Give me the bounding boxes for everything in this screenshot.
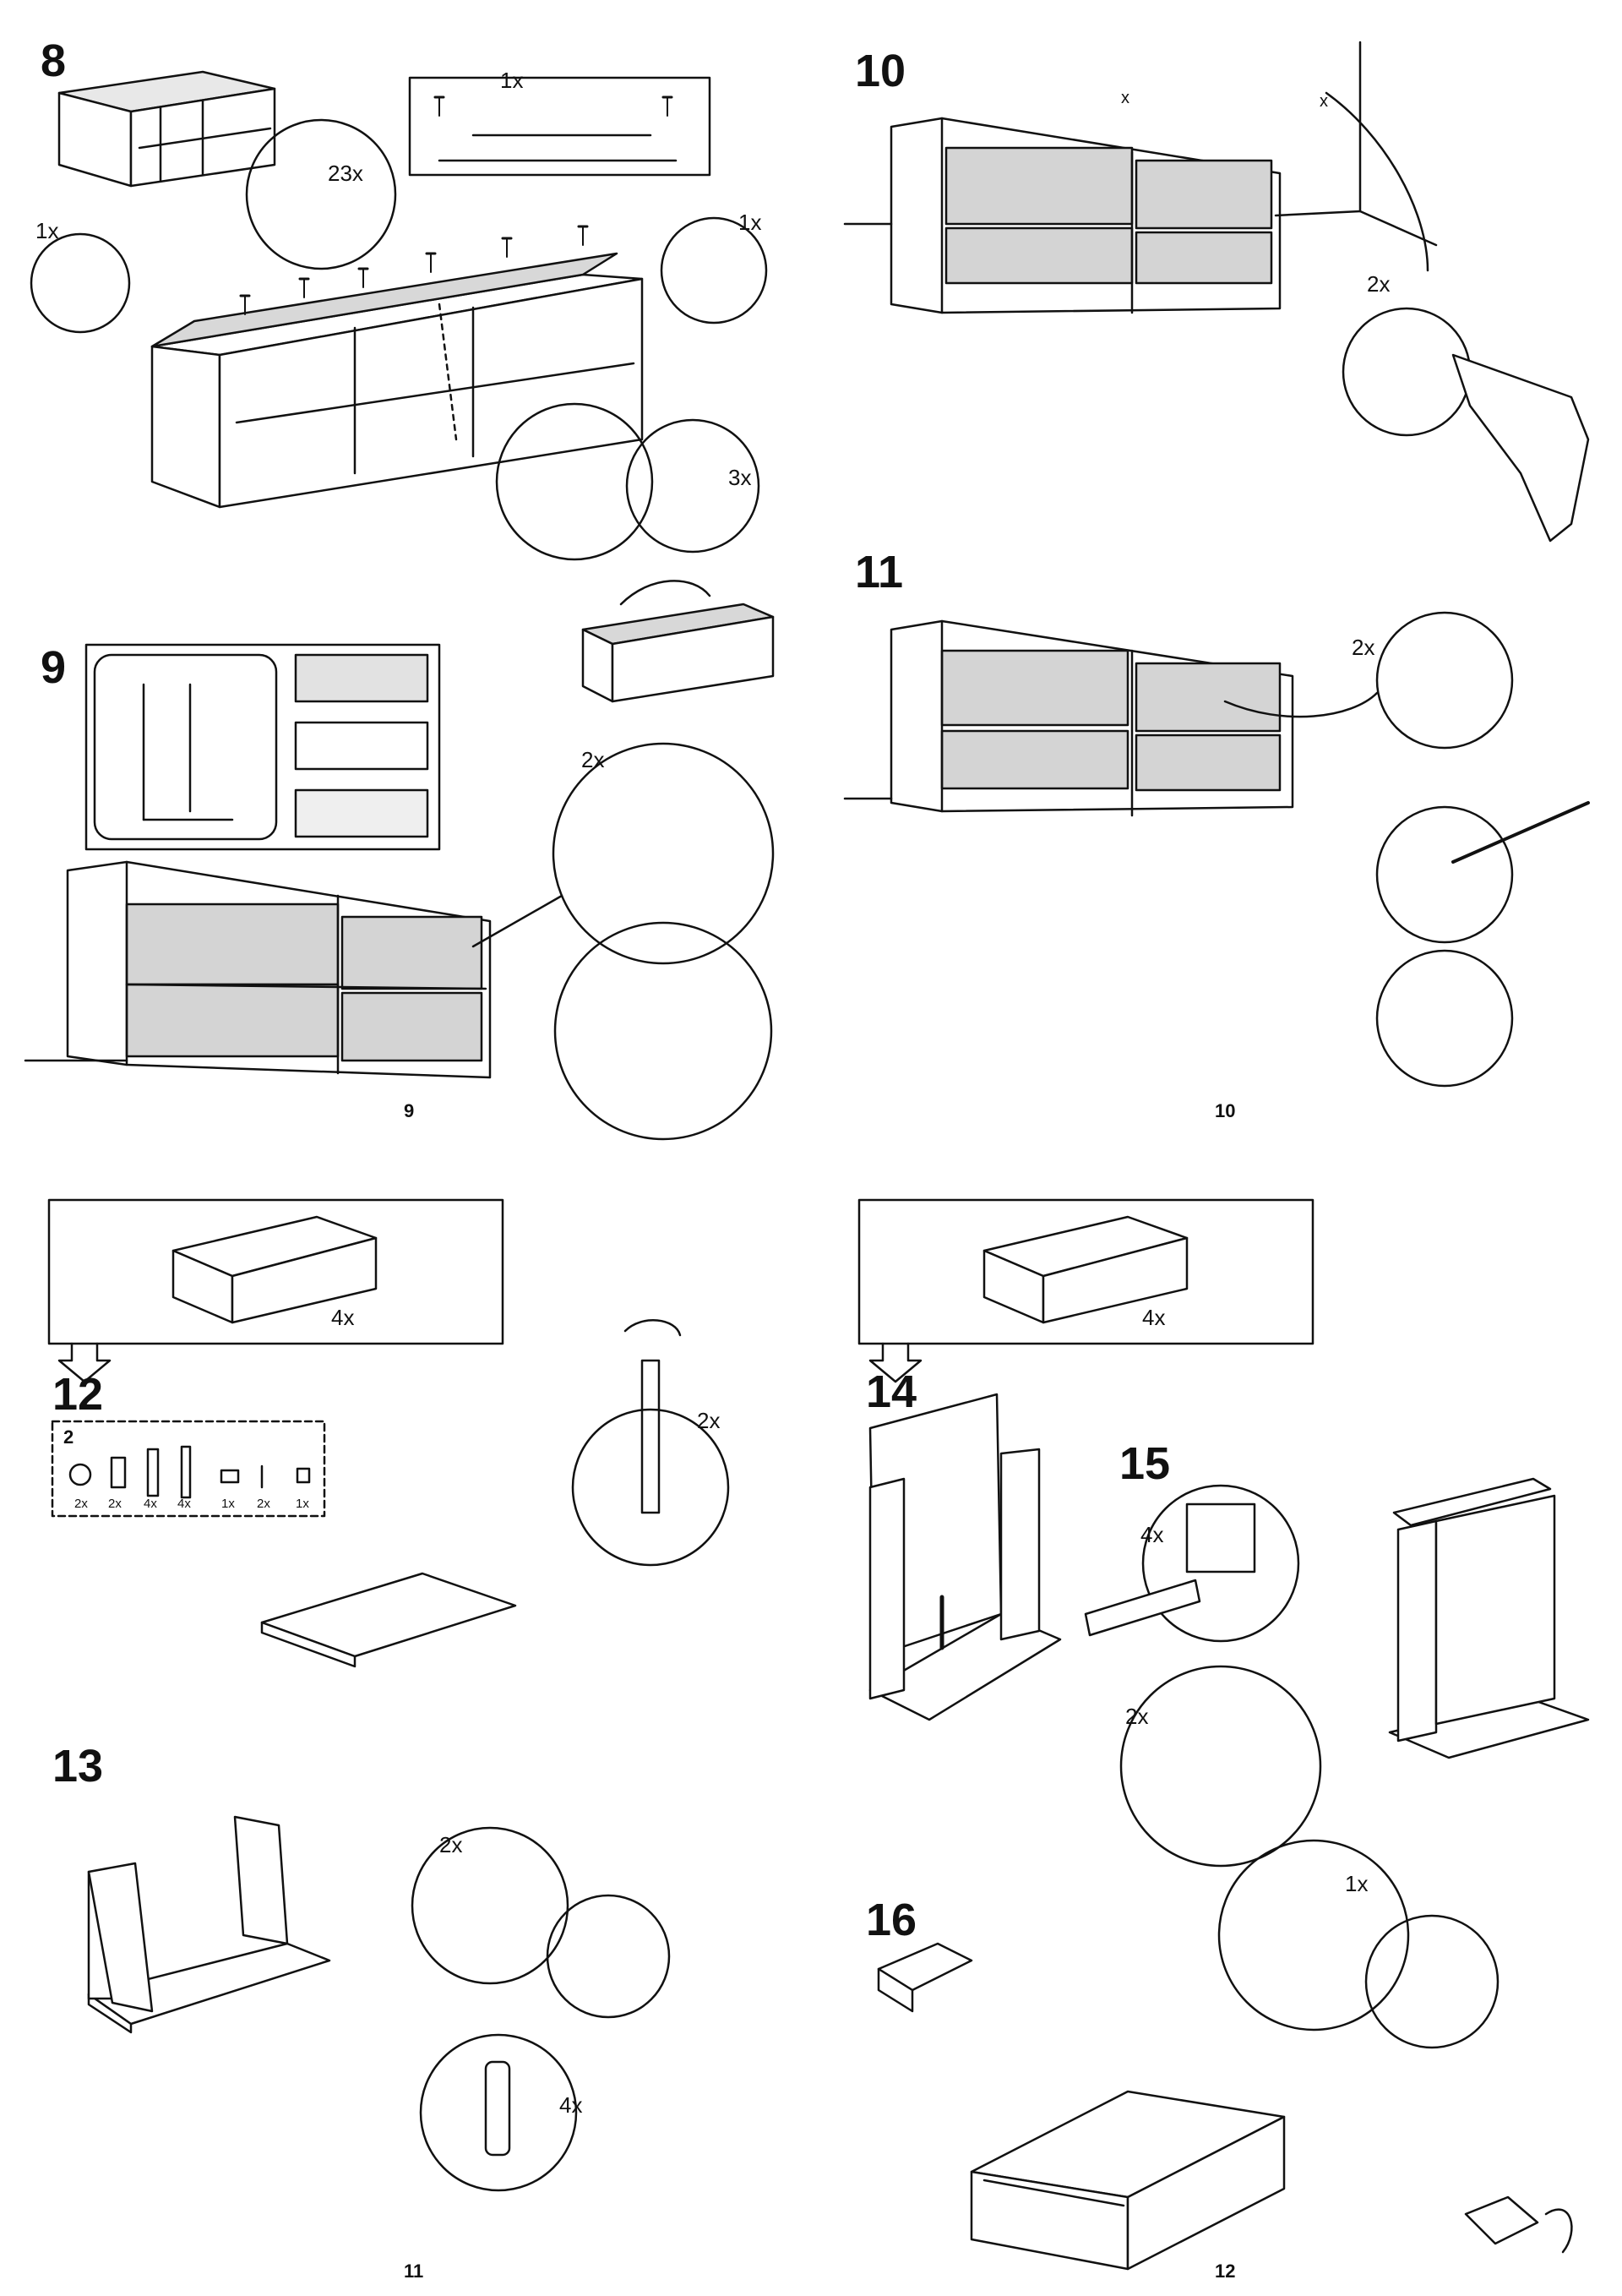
step-15-illustration	[1084, 1477, 1590, 1868]
step-8-illustration	[30, 70, 775, 703]
step-9-detail-lower	[553, 921, 773, 1141]
step-8-cabinet-small	[57, 70, 276, 188]
step-16-illustration	[877, 1839, 1573, 2271]
step-number-13: 13	[52, 1741, 103, 1792]
step-8-detail-right	[660, 216, 768, 324]
step-15-screw-detail	[1141, 1484, 1300, 1643]
step-11-label-qty: 2x	[1352, 635, 1374, 660]
step-8-detail-nails	[245, 118, 397, 270]
step-12-label-dowel-qty: 2x	[697, 1408, 720, 1433]
page-number-left-top: 9	[404, 1100, 414, 1121]
step-13-dowel-detail	[419, 2033, 578, 2192]
step-number-14: 14	[866, 1366, 917, 1417]
step-14-label-drawer-qty: 4x	[1142, 1305, 1165, 1330]
step-13-illustration	[87, 1815, 671, 2192]
step-10-label-mark-a: x	[1121, 89, 1129, 107]
step-10-drill-detail	[1342, 307, 1472, 437]
step-12-dowel-detail	[571, 1408, 730, 1567]
step-13-label-dowel: 4x	[559, 2092, 582, 2118]
step-12-parts-bag: 2	[63, 1426, 73, 1448]
page-number-left-bottom: 11	[404, 2261, 423, 2282]
step-12-part-4: 4x	[177, 1497, 191, 1511]
step-11-detail-3	[1375, 949, 1514, 1088]
step-16-label-qty: 1x	[1345, 1871, 1368, 1896]
page-number-right-top: 10	[1215, 1100, 1235, 1121]
step-14-illustration	[857, 1198, 1314, 1721]
step-number-10: 10	[855, 46, 906, 96]
step-8-cabinet-flipped	[581, 580, 775, 703]
step-11-detail-1	[1375, 611, 1514, 750]
step-11-detail-2	[1375, 805, 1514, 944]
step-number-9: 9	[41, 642, 66, 693]
step-12-part-3: 4x	[144, 1497, 157, 1511]
step-10-label-qty: 2x	[1367, 271, 1390, 297]
step-14-drawer-box	[857, 1198, 1314, 1345]
step-number-8: 8	[41, 35, 66, 86]
step-15-label-pad: 2x	[1125, 1704, 1148, 1729]
step-15-pad-detail	[1119, 1665, 1322, 1868]
step-8-detail-mark	[495, 402, 654, 561]
step-12-part-5: 1x	[221, 1497, 235, 1511]
step-8-detail-left	[30, 232, 131, 334]
step-8-label-right: 1x	[738, 210, 761, 235]
step-13-screw-detail	[546, 1894, 671, 2019]
step-9-info-box	[84, 643, 441, 851]
step-8-label-mark: 3x	[728, 465, 751, 490]
step-11-illustration	[843, 611, 1590, 1088]
step-10-label-mark-b: x	[1320, 92, 1328, 111]
step-8-detail-nail-mark	[625, 418, 760, 554]
page-number-right-bottom: 12	[1215, 2261, 1235, 2282]
step-13-label-cam: 2x	[439, 1832, 462, 1857]
step-12-illustration	[47, 1198, 730, 1668]
step-number-12: 12	[52, 1369, 103, 1420]
step-12-label-drawer-qty: 4x	[331, 1305, 354, 1330]
step-8-label-top: 1x	[500, 68, 523, 93]
step-12-parts-list	[51, 1420, 326, 1518]
step-16-detail-2	[1364, 1914, 1500, 2049]
step-12-part-2: 2x	[108, 1497, 122, 1511]
step-number-11: 11	[855, 547, 903, 597]
step-8-detail-top-box	[408, 76, 711, 177]
step-8-label-nails: 23x	[328, 161, 363, 186]
step-12-part-6: 2x	[257, 1497, 270, 1511]
step-9-illustration	[24, 643, 775, 1141]
step-number-16: 16	[866, 1895, 917, 1945]
step-12-part-1: 2x	[74, 1497, 88, 1511]
step-16-detail-1	[1217, 1839, 1410, 2031]
step-15-label-screw: 4x	[1140, 1522, 1163, 1547]
step-12-drawer-box	[47, 1198, 504, 1345]
step-9-detail-upper	[552, 742, 775, 965]
step-9-label-qty: 2x	[581, 747, 604, 772]
step-8-cabinet-main	[150, 225, 644, 509]
step-number-15: 15	[1119, 1438, 1170, 1489]
step-13-cam-detail	[411, 1826, 569, 1985]
step-10-illustration	[843, 41, 1590, 543]
step-8-label-left: 1x	[35, 218, 58, 243]
step-12-part-7: 1x	[296, 1497, 309, 1511]
